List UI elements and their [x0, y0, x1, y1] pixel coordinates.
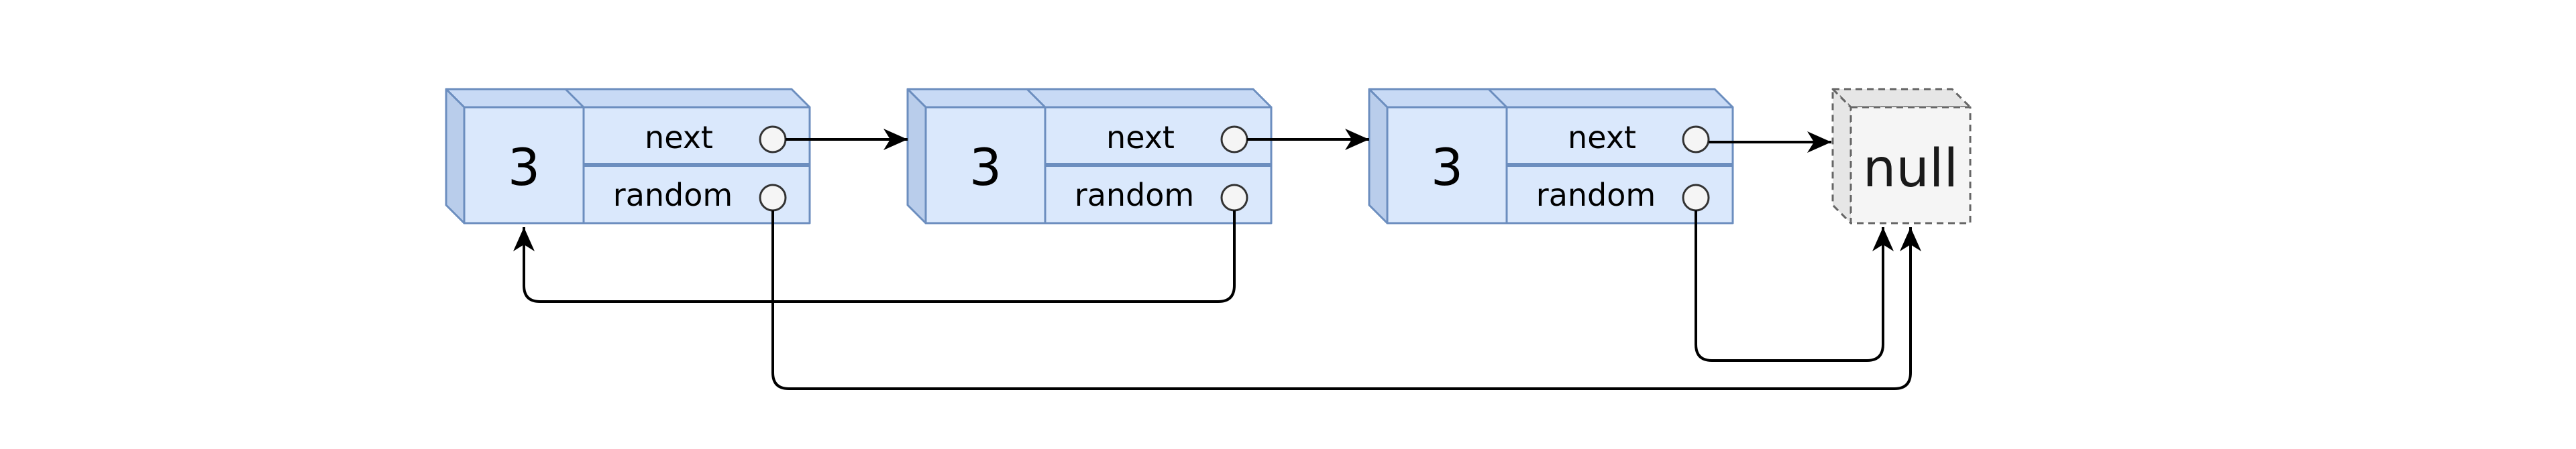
node-1-side-face — [445, 88, 466, 224]
node-1-random-pointer[interactable] — [759, 184, 787, 212]
list-node-1: 3 next random — [445, 88, 811, 224]
node-2-random-pointer[interactable] — [1220, 184, 1248, 212]
node-3-top-divider — [1487, 88, 1508, 109]
node-1-value-box — [463, 106, 585, 224]
node-1-top-face — [445, 88, 811, 109]
edge-node-3-random-to-null — [1695, 210, 1894, 362]
node-1-next-label: next — [645, 119, 713, 155]
null-node-box — [1849, 106, 1972, 224]
node-3-side-face — [1368, 88, 1389, 224]
node-2-top-divider — [1026, 88, 1046, 109]
node-1-random-label: random — [613, 177, 733, 213]
node-2-random-label: random — [1075, 177, 1194, 213]
list-node-2: 3 next random — [906, 88, 1273, 224]
null-node-top-face — [1831, 88, 1972, 109]
null-node-label: null — [1863, 139, 1958, 199]
null-node-side-face — [1831, 88, 1852, 224]
node-3-value: 3 — [1431, 137, 1463, 197]
node-2-side-face — [906, 88, 927, 224]
null-node: null — [1831, 88, 1972, 224]
node-1-value: 3 — [508, 137, 540, 197]
node-1-top-divider — [564, 88, 585, 109]
node-2-next-pointer[interactable] — [1220, 125, 1248, 153]
edge-node-1-random-to-null — [771, 210, 1921, 390]
node-3-top-face — [1368, 88, 1734, 109]
node-1-next-pointer[interactable] — [759, 125, 787, 153]
list-node-3: 3 next random — [1368, 88, 1734, 224]
node-2-value: 3 — [969, 137, 1002, 197]
edge-node-2-random-to-node-1 — [513, 210, 1236, 303]
node-3-random-label: random — [1536, 177, 1656, 213]
node-2-value-box — [924, 106, 1046, 224]
node-3-next-pointer[interactable] — [1682, 125, 1710, 153]
node-2-top-face — [906, 88, 1273, 109]
node-3-next-label: next — [1568, 119, 1636, 155]
node-3-random-pointer[interactable] — [1682, 184, 1710, 212]
node-2-next-label: next — [1106, 119, 1175, 155]
